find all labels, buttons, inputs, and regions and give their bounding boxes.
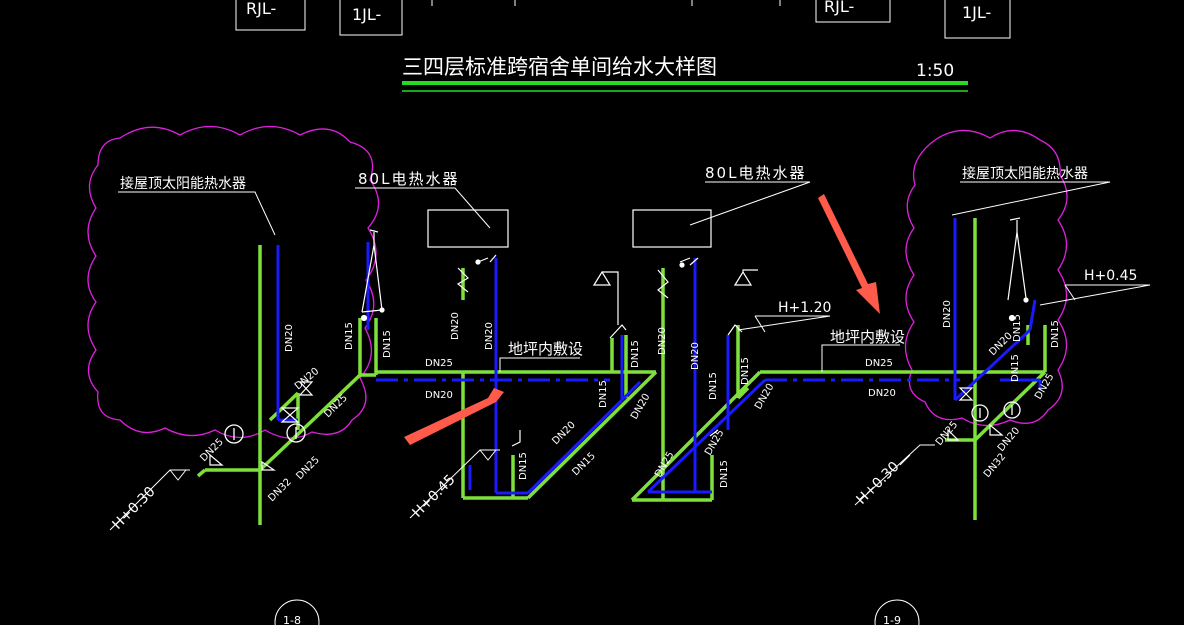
revision-cloud-right [904,129,1068,427]
svg-text:DN15: DN15 [344,322,355,350]
floor-laying-label-left: 地坪内敷设 [508,340,583,358]
section-marker-left: 1-8 [274,599,320,625]
floor-laying-label-right: 地坪内敷设 [830,328,905,346]
annotation-arrow-icon [404,194,880,445]
top-label-rjl-left: RJL- [246,0,276,18]
solar-heater-label-left: 接屋顶太阳能热水器 [120,175,246,192]
svg-text:DN20: DN20 [690,342,701,370]
solar-heater-label-right: 接屋顶太阳能热水器 [962,165,1088,182]
svg-text:DN15: DN15 [1012,314,1023,342]
elevation-h045-left: H+0.45 [410,472,459,521]
svg-text:DN25: DN25 [1033,372,1056,402]
svg-text:DN20: DN20 [996,425,1022,453]
check-valve-icon [456,254,699,299]
section-marker-right: 1-9 [874,599,920,625]
pipe-size-labels: DN20 DN15 DN15 DN20 DN25 DN25 DN25 DN32 … [198,300,1061,504]
top-label-1jl-left: 1JL- [352,5,381,24]
diagram-title: 三四层标准跨宿舍单间给水大样图 [402,55,717,79]
elevation-h120: H+1.20 [778,300,831,316]
svg-text:DN20: DN20 [284,324,295,352]
top-label-rjl-right: RJL- [824,0,854,16]
svg-text:DN32: DN32 [266,477,294,505]
svg-text:DN20: DN20 [484,322,495,350]
svg-text:DN25: DN25 [703,428,726,458]
elevation-h030-right: H+0.30 [854,459,903,508]
svg-text:DN20: DN20 [450,312,461,340]
leader-lines [118,181,1151,372]
svg-text:DN25: DN25 [294,455,322,483]
valve-icon [209,381,1004,471]
svg-text:DN20: DN20 [425,390,453,401]
svg-text:DN25: DN25 [198,437,226,465]
svg-text:DN20: DN20 [987,331,1015,359]
svg-text:1-9: 1-9 [883,614,901,625]
elevation-markers [109,444,935,531]
svg-text:DN25: DN25 [934,419,960,447]
svg-text:1-8: 1-8 [283,614,301,625]
electric-water-heater-right [632,209,712,248]
svg-text:DN15: DN15 [598,380,609,408]
svg-text:DN20: DN20 [868,388,896,399]
electric-heater-label-right: 80L电热水器 [705,164,806,182]
hot-water-pipes-middle [646,258,960,494]
svg-text:DN15: DN15 [708,372,719,400]
water-meter-icon [224,401,1021,444]
svg-text:DN15: DN15 [1010,354,1021,382]
svg-text:DN15: DN15 [570,451,598,479]
svg-text:DN32: DN32 [982,451,1008,479]
scale-label: 1:50 [916,61,954,81]
elevation-h030-left: H+0.30 [110,484,159,533]
top-label-boxes [235,0,1011,39]
hot-water-pipes-left [276,242,642,495]
svg-text:DN25: DN25 [425,358,453,369]
svg-text:DN15: DN15 [740,357,751,385]
svg-text:DN15: DN15 [1050,320,1061,348]
svg-text:DN15: DN15 [382,330,393,358]
cold-water-pipes-left [196,245,658,525]
svg-text:DN25: DN25 [653,450,676,480]
cold-water-pipes-right [945,218,1047,520]
svg-text:DN15: DN15 [518,452,529,480]
svg-text:DN15: DN15 [630,340,641,368]
shower-head-icon [360,217,1029,322]
electric-water-heater-left [427,209,509,248]
top-label-1jl-right: 1JL- [962,3,991,22]
elevation-h045-right: H+0.45 [1084,268,1137,284]
svg-text:DN20: DN20 [293,366,321,392]
svg-text:DN20: DN20 [942,300,953,328]
electric-heater-label-left: 80L电热水器 [358,170,459,188]
svg-text:DN20: DN20 [657,327,668,355]
svg-text:DN25: DN25 [865,358,893,369]
svg-text:DN20: DN20 [550,420,578,448]
svg-text:DN15: DN15 [719,460,730,488]
revision-cloud-left [87,125,380,439]
